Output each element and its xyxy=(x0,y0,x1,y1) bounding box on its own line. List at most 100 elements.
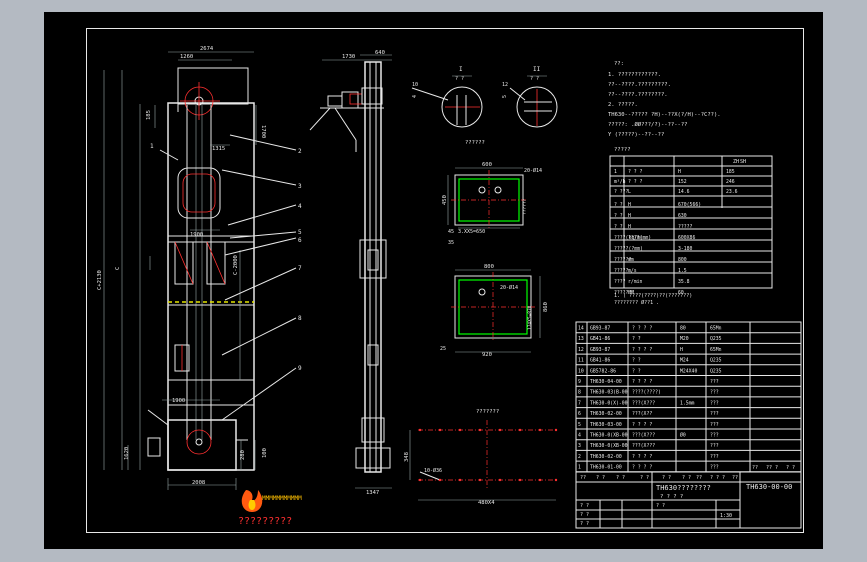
top-flange-side2: 35 xyxy=(448,240,454,246)
bottom-flange-holes: 20-Ø14 xyxy=(500,284,518,291)
bom-header-note: ?? xyxy=(732,475,738,481)
bom-cell: ? ? ? ? xyxy=(632,422,652,428)
bom-cell: TH630-02-00 xyxy=(590,454,622,460)
bom-header-code: ? ? xyxy=(596,475,605,481)
param-cell: ? ? xyxy=(614,202,623,208)
side-view-dimension-labels: 1730 640 1347 xyxy=(342,50,385,496)
param-cell: ?????? xyxy=(614,257,631,263)
bottom-flange-bolt-pitch: 174X5=870 xyxy=(527,305,533,330)
balloon-8: 8 xyxy=(298,315,302,322)
bom-cell: ? ? ? ? xyxy=(632,326,652,332)
bom-cell: 5 xyxy=(578,422,581,428)
param-cell: ?????(?mm) xyxy=(614,246,643,252)
dim-1900-b: 1900 xyxy=(172,398,185,404)
param-cell: m/s xyxy=(628,268,637,274)
bom-cell: 13 xyxy=(578,336,584,342)
notes-line-5: TH630--????? ?H)--??X(?/H)--?C??). xyxy=(608,112,721,118)
dim-100: 100 xyxy=(262,448,268,458)
bom-cell: TH630-03-00 xyxy=(590,422,622,428)
bom-cell: 65Mn xyxy=(710,326,722,332)
bom-header-weight: ?? xyxy=(696,475,702,481)
bom-cell: 11 xyxy=(578,358,584,364)
top-flange-title: ?????? xyxy=(522,198,528,215)
title-block-sig-3: ? ? xyxy=(580,521,589,527)
bom-cell: 1.5mm xyxy=(680,400,695,406)
balloon-7: 7 xyxy=(298,265,302,272)
bom-header-qty: ? ? xyxy=(662,475,671,481)
notes-line-1: 1. ????????????. xyxy=(608,72,661,78)
title-block-drawing-number: TH630-00-00 xyxy=(746,483,792,491)
balloon-6: 6 xyxy=(298,237,302,244)
bom-cell: 12 xyxy=(578,347,584,353)
dim-1900: 1900 xyxy=(190,232,203,238)
dim-1730: 1730 xyxy=(342,54,355,60)
bom-header-total: ? ? ? xyxy=(710,475,725,481)
param-cell: H xyxy=(628,213,631,219)
bom-cell: 7 xyxy=(578,400,581,406)
param-cell: 3-180 xyxy=(678,246,693,252)
bom-cell: Ø0 xyxy=(680,432,686,439)
param-cell: ? ? ? xyxy=(628,169,643,175)
base-plan-title: ??????? xyxy=(476,409,499,415)
dim-top-width: 2674 xyxy=(200,46,214,52)
param-cell: 600X86 xyxy=(678,235,695,241)
bom-cell: 10 xyxy=(578,368,584,374)
param-cell: 60 xyxy=(678,290,684,296)
bom-cell: ???(X??? xyxy=(632,443,655,449)
balloon-3: 3 xyxy=(298,183,302,190)
bom-cell: ? ? xyxy=(632,358,641,364)
bom-cell: 80 xyxy=(680,326,686,332)
bom-cell: TH630-01-00 xyxy=(590,465,622,471)
title-block-scale: 1:30 xyxy=(720,513,732,519)
param-cell: ? ? xyxy=(614,213,623,219)
detail-i-label: I xyxy=(459,66,463,73)
dim-c: C xyxy=(115,267,121,270)
bom-cell: ? ? ? ? xyxy=(632,379,652,385)
bottom-flange-side: 25 xyxy=(440,346,446,352)
bom-cell: ??? xyxy=(710,400,719,406)
bom-cell: GB93-87 xyxy=(590,347,610,353)
detail-ii-label: II xyxy=(533,66,541,73)
watermark-logo: MMMMMMMMMMM ????????? xyxy=(238,490,302,527)
param-cell: ????(mm) xyxy=(628,235,651,241)
param-cell: mm xyxy=(628,258,634,263)
detail-i: I ? ? 10 4 xyxy=(411,66,483,128)
base-plan-holes: 10-Ø36 xyxy=(424,467,442,474)
bom-cell: M24 xyxy=(680,358,689,364)
notes-title: ??: xyxy=(614,61,624,67)
detail-ii-dim2: 5 xyxy=(502,95,508,98)
base-plan-height: 348 xyxy=(404,452,410,462)
bom-cell: ? ? xyxy=(632,368,641,374)
bom-cell: ??? xyxy=(710,433,719,439)
bom-cell: ???(X??? xyxy=(632,433,655,439)
bom-cell: ? ? ? ? xyxy=(632,465,652,471)
dim-1700: 1700 xyxy=(260,125,266,138)
notes-line-7: Y (?????)--??--?? xyxy=(608,132,664,138)
bom-cell: ??? xyxy=(710,422,719,428)
bom-cell: TH630-0(XB-00 xyxy=(590,443,628,449)
bottom-flange-width2: 920 xyxy=(482,352,492,358)
elevation-dimension-labels: 2674 1260 185 1700 1315 C+2130 C C-2000 … xyxy=(97,46,268,486)
drawing-border xyxy=(86,28,804,533)
param-cell: H xyxy=(628,202,631,208)
bom-cell: GB93-87 xyxy=(590,326,610,332)
param-cell: m³/h xyxy=(614,179,626,185)
bom-header-spec: ? ? xyxy=(640,475,649,481)
title-block-name: TH630???????? xyxy=(656,484,711,492)
elevator-elevation-view xyxy=(103,51,297,490)
param-cell: 670(566) xyxy=(678,202,701,208)
param-header-sh: SH xyxy=(740,159,746,165)
bom-cell: ??? xyxy=(710,390,719,396)
param-foot-2: ???????? Ø??1 . xyxy=(614,299,659,306)
bom-header-mat: ? ? xyxy=(682,475,691,481)
bom-header-seq: ?? xyxy=(580,475,586,481)
elevator-side-view xyxy=(309,54,392,489)
bom-cell: 65Mn xyxy=(710,347,722,353)
detail-ii-dim: 12 xyxy=(502,82,508,88)
dim-base-width: 2008 xyxy=(192,480,205,486)
tail-pulley xyxy=(186,429,212,455)
param-cell: H xyxy=(628,224,631,230)
param-cell: 23.6 xyxy=(726,189,738,195)
